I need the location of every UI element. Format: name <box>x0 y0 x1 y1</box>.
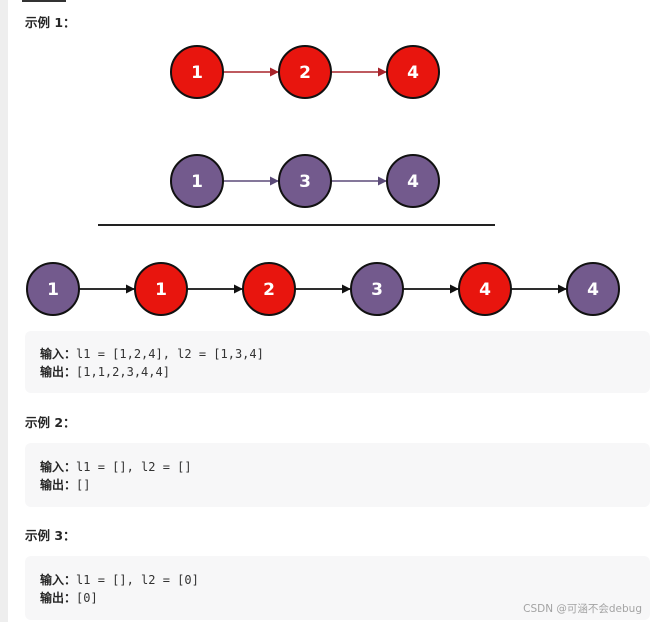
list1-node-1 <box>170 45 224 99</box>
merged-node-6-label: 4 <box>587 280 599 300</box>
merged-node-2-label: 1 <box>155 280 167 300</box>
list2-node-1 <box>170 154 224 208</box>
input-value: l1 = [], l2 = [0] <box>76 573 199 587</box>
example-1-output: 输出：[1,1,2,3,4,4] <box>40 363 170 380</box>
example-1-heading: 示例 1： <box>25 15 76 30</box>
list2-node-2 <box>278 154 332 208</box>
merged-node-5 <box>458 262 512 316</box>
output-value: [] <box>76 478 91 492</box>
left-gutter <box>0 0 8 622</box>
list1-node-2-label: 2 <box>299 63 311 83</box>
list1-node-3 <box>386 45 440 99</box>
example-2-output: 输出：[] <box>40 476 90 493</box>
list1-node-3-label: 4 <box>407 63 419 83</box>
list1-node-2 <box>278 45 332 99</box>
example-3-code-box: 输入：l1 = [], l2 = [0] 输出：[0] <box>25 556 650 620</box>
list2-node-3-label: 4 <box>407 172 419 192</box>
output-label: 输出： <box>40 591 77 605</box>
merged-node-6 <box>566 262 620 316</box>
list2-node-3 <box>386 154 440 208</box>
input-label: 输入： <box>40 573 77 587</box>
example-3-output: 输出：[0] <box>40 589 98 606</box>
example-2-code-box: 输入：l1 = [], l2 = [] 输出：[] <box>25 443 650 507</box>
example-1-input: 输入：l1 = [1,2,4], l2 = [1,3,4] <box>40 345 264 362</box>
list2-node-2-label: 3 <box>299 172 311 192</box>
merged-node-1-label: 1 <box>47 280 59 300</box>
merged-node-3 <box>242 262 296 316</box>
output-label: 输出： <box>40 365 77 379</box>
input-value: l1 = [1,2,4], l2 = [1,3,4] <box>76 347 264 361</box>
list1-node-1-label: 1 <box>191 63 203 83</box>
output-value: [0] <box>76 591 98 605</box>
example-2-input: 输入：l1 = [], l2 = [] <box>40 458 192 475</box>
example-3-heading: 示例 3： <box>25 528 76 543</box>
input-label: 输入： <box>40 460 77 474</box>
merged-node-1 <box>26 262 80 316</box>
example-1-code-box: 输入：l1 = [1,2,4], l2 = [1,3,4] 输出：[1,1,2,… <box>25 331 650 393</box>
example-3-input: 输入：l1 = [], l2 = [0] <box>40 571 199 588</box>
watermark: CSDN @可涵不会debug <box>523 603 642 615</box>
merged-node-5-label: 4 <box>479 280 491 300</box>
merged-node-3-label: 2 <box>263 280 275 300</box>
merged-node-2 <box>134 262 188 316</box>
output-value: [1,1,2,3,4,4] <box>76 365 170 379</box>
merged-node-4-label: 3 <box>371 280 383 300</box>
example-2-heading: 示例 2： <box>25 415 76 430</box>
linked-list-merge-diagram: 1 2 4 1 3 4 1 1 2 3 4 4 <box>26 45 620 316</box>
merged-node-4 <box>350 262 404 316</box>
output-label: 输出： <box>40 478 77 492</box>
list2-node-1-label: 1 <box>191 172 203 192</box>
input-label: 输入： <box>40 347 77 361</box>
input-value: l1 = [], l2 = [] <box>76 460 192 474</box>
top-rule <box>22 0 66 2</box>
